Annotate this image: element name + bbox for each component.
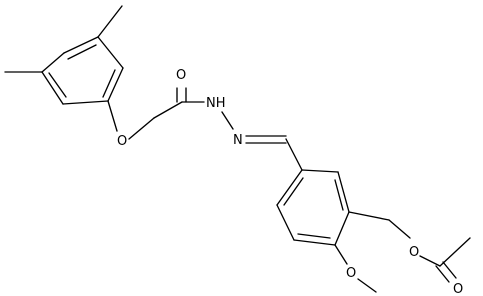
acyl-double-bond-2 [442,261,457,279]
bond [107,67,124,102]
o-acyl-bond [419,255,441,267]
carbonyl-oxygen-label: O [176,68,186,83]
acyl-methyl-bond [439,237,471,267]
aryl-o-bond [107,100,118,132]
acetyl-oxygen-label: O [453,282,463,296]
central-benzene-ring [276,169,350,246]
ether-oxygen-label: O [117,134,127,149]
bond [276,204,295,241]
o-methyl-bond [357,278,377,293]
ring-ch2-bond [348,211,390,221]
o-ch2-bond [128,117,155,140]
acyl-double-bond-1 [435,265,450,283]
ch2-carbonyl-bond [153,101,183,119]
dimethylphenyl-ring [41,36,124,105]
nh-label: NH [206,96,226,111]
bond [334,179,344,211]
ch-aryl-bond [285,138,303,171]
bond [67,44,97,60]
bond [97,36,124,69]
bond [48,72,67,98]
bond [337,171,350,213]
hydrazone-n-label: N [233,133,243,148]
methoxy-oxygen-label: O [346,266,356,281]
bond [41,52,65,73]
bond [276,169,303,206]
methyl-bond-top [97,5,123,38]
ch2-o-bond [388,219,411,239]
ring-ome-bond [334,244,348,265]
bond [41,71,64,105]
bond [62,100,109,105]
bond [102,69,116,98]
bond [63,36,99,54]
ester-oxygen-label: O [409,245,419,260]
bond [283,177,304,206]
bond [293,239,336,246]
bond [334,211,350,246]
bond [301,169,339,173]
bond [297,233,331,239]
n-n-bond [221,111,234,130]
